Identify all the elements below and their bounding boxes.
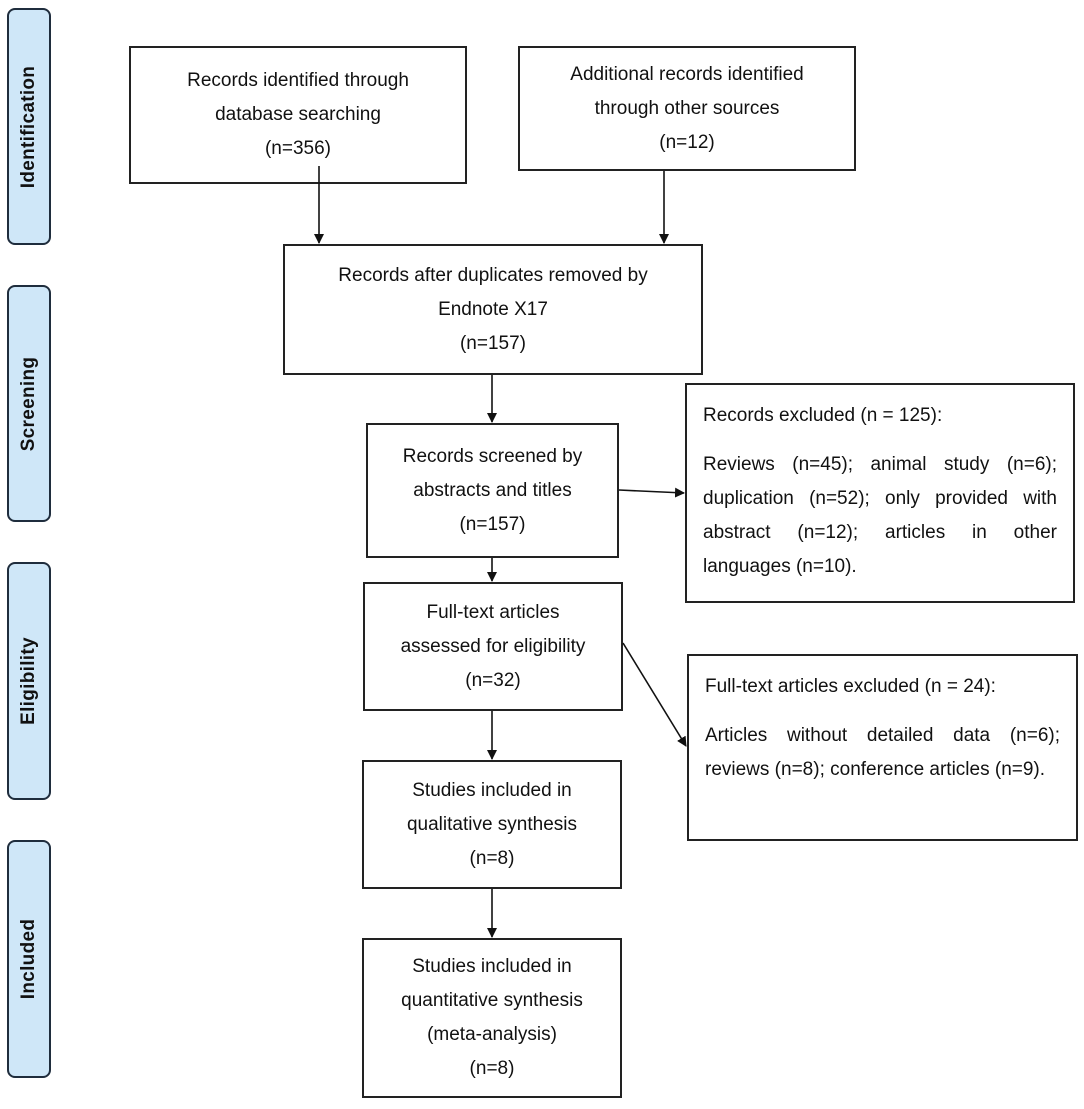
box-other-line1: Additional records identified (570, 63, 804, 85)
box-duplicates-count: (n=157) (459, 332, 527, 354)
box-database-line1: Records identified through (187, 70, 409, 91)
box-fulltext-count: (n=32) (465, 669, 521, 691)
arrow-fulltext-to-excluded (622, 642, 687, 747)
box-fulltext-assessed: Full-text articles assessed for eligibil… (363, 582, 623, 711)
stage-included: Included (7, 840, 51, 1078)
box-fulltext-excluded: Full-text articles excluded (n = 24): Ar… (687, 654, 1078, 841)
box-qualitative-line1: Studies included in (412, 779, 572, 801)
box-screened-count: (n=157) (459, 513, 526, 535)
records-excluded-reasons: Reviews (n=45); animal study (n=6); dupl… (703, 454, 1057, 577)
box-quantitative-line2: quantitative synthesis (401, 990, 583, 1011)
box-records-screened: Records screened by abstracts and titles… (366, 423, 619, 558)
arrow-screened-to-excluded (618, 487, 685, 498)
box-fulltext-line1: Full-text articles (426, 601, 560, 623)
box-other-sources: Additional records identified through ot… (518, 46, 856, 171)
stage-eligibility: Eligibility (7, 562, 51, 800)
stage-identification: Identification (7, 8, 51, 245)
fulltext-excluded-title: Full-text articles excluded (n = 24): (705, 676, 996, 697)
box-quantitative-line3: (meta-analysis) (427, 1024, 557, 1045)
box-database-count: (n=356) (264, 138, 332, 159)
box-screened-line1: Records screened by (402, 445, 583, 467)
box-qualitative-synthesis: Studies included in qualitative synthesi… (362, 760, 622, 889)
box-duplicates-removed: Records after duplicates removed by Endn… (283, 244, 703, 375)
box-other-line2: through other sources (594, 97, 780, 119)
box-quantitative-line1: Studies included in (412, 956, 572, 977)
box-duplicates-line1: Records after duplicates removed by (338, 264, 648, 286)
box-fulltext-line2: assessed for eligibility (400, 635, 586, 657)
box-qualitative-line2: qualitative synthesis (406, 813, 578, 835)
box-database-records: Records identified through database sear… (129, 46, 467, 184)
box-database-line2: database searching (215, 104, 381, 125)
box-other-count: (n=12) (659, 131, 715, 153)
stage-screening: Screening (7, 285, 51, 522)
records-excluded-title: Records excluded (n = 125): (703, 405, 943, 426)
box-quantitative-count: (n=8) (469, 1058, 515, 1079)
box-screened-line2: abstracts and titles (413, 479, 572, 501)
box-records-excluded: Records excluded (n = 125): Reviews (n=4… (685, 383, 1075, 603)
box-qualitative-count: (n=8) (469, 847, 515, 869)
box-quantitative-synthesis: Studies included in quantitative synthes… (362, 938, 622, 1098)
box-duplicates-line2: Endnote X17 (438, 298, 548, 320)
fulltext-excluded-reasons: Articles without detailed data (n=6); re… (705, 725, 1060, 780)
